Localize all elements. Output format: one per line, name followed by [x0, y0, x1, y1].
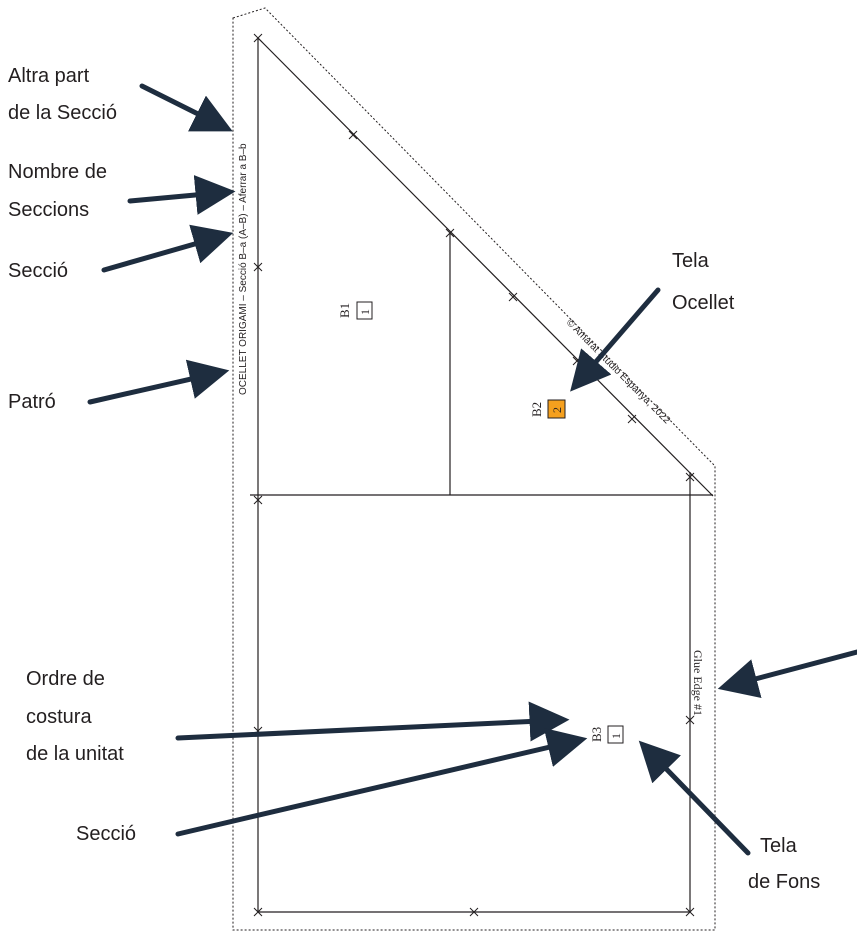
arrow-seccio-bottom: [175, 727, 588, 837]
arrow-tela-ocellet: [570, 287, 661, 392]
label-tela-ocellet-line2: Ocellet: [672, 292, 735, 314]
label-tela-fons-line2: de Fons: [748, 871, 820, 893]
cross-mark: [253, 495, 263, 505]
label-ordre-costura-line2: costura: [26, 706, 92, 728]
order-number: 1: [358, 309, 372, 315]
arrow-altra-part: [139, 83, 233, 132]
label-ordre-costura-line3: de la unitat: [26, 743, 124, 765]
label-nombre-seccions-line2: Seccions: [8, 199, 89, 221]
pattern-side-label: OCELLET ORIGAMI – Secció B–a (A–B) – Afe…: [238, 143, 249, 395]
seam-allowance-outline: [232, 7, 716, 931]
diagonal-edge: [257, 37, 714, 497]
cross-mark: [445, 228, 455, 238]
label-tela-ocellet-line1: Tela: [672, 250, 710, 272]
cross-mark: [253, 33, 263, 43]
cross-mark: [627, 414, 637, 424]
label-nombre-seccions-line1: Nombre de: [8, 161, 107, 183]
cross-mark: [348, 130, 358, 140]
label-altra-part-line1: Altra part: [8, 65, 90, 87]
cross-mark: [685, 715, 695, 725]
order-box: [607, 725, 624, 744]
arrow-tela-fons: [638, 740, 751, 856]
label-altra-part-line2: de la Secció: [8, 102, 117, 124]
arrow-ordre-costura: [175, 701, 570, 742]
cross-mark: [685, 472, 695, 482]
arrow-glue-edge: [717, 649, 857, 699]
glue-edge-label: Glue Edge #1: [691, 650, 705, 716]
cross-mark: [685, 907, 695, 917]
piece-b2-label: B2 2: [529, 399, 566, 419]
order-number: 2: [550, 407, 564, 413]
callout-labels: Altra part de la Secció Nombre de Seccio…: [8, 65, 820, 893]
label-seccio-bottom: Secció: [76, 823, 136, 845]
pattern-lines: [250, 37, 714, 913]
piece-id: B2: [529, 402, 544, 417]
order-box-ocellet: [547, 399, 566, 419]
piece-id: B3: [589, 727, 604, 742]
label-tela-fons-line1: Tela: [760, 835, 798, 857]
piece-id: B1: [337, 303, 352, 318]
arrow-patro: [87, 359, 230, 405]
cross-mark: [253, 907, 263, 917]
label-ordre-costura-line1: Ordre de: [26, 668, 105, 690]
cross-mark: [469, 907, 479, 917]
arrow-seccio-top: [101, 224, 234, 273]
label-seccio-top: Secció: [8, 260, 68, 282]
cross-mark: [572, 356, 582, 366]
label-patro: Patró: [8, 391, 56, 413]
cross-mark: [508, 292, 518, 302]
registration-marks: [253, 33, 695, 917]
cross-mark: [253, 262, 263, 272]
piece-b1-label: B1 1: [337, 301, 373, 320]
order-number: 1: [609, 733, 623, 739]
callout-arrows: [87, 83, 857, 856]
arrow-nombre-seccions: [127, 175, 236, 215]
order-box: [356, 301, 373, 320]
piece-b3-label: B3 1: [589, 725, 624, 744]
